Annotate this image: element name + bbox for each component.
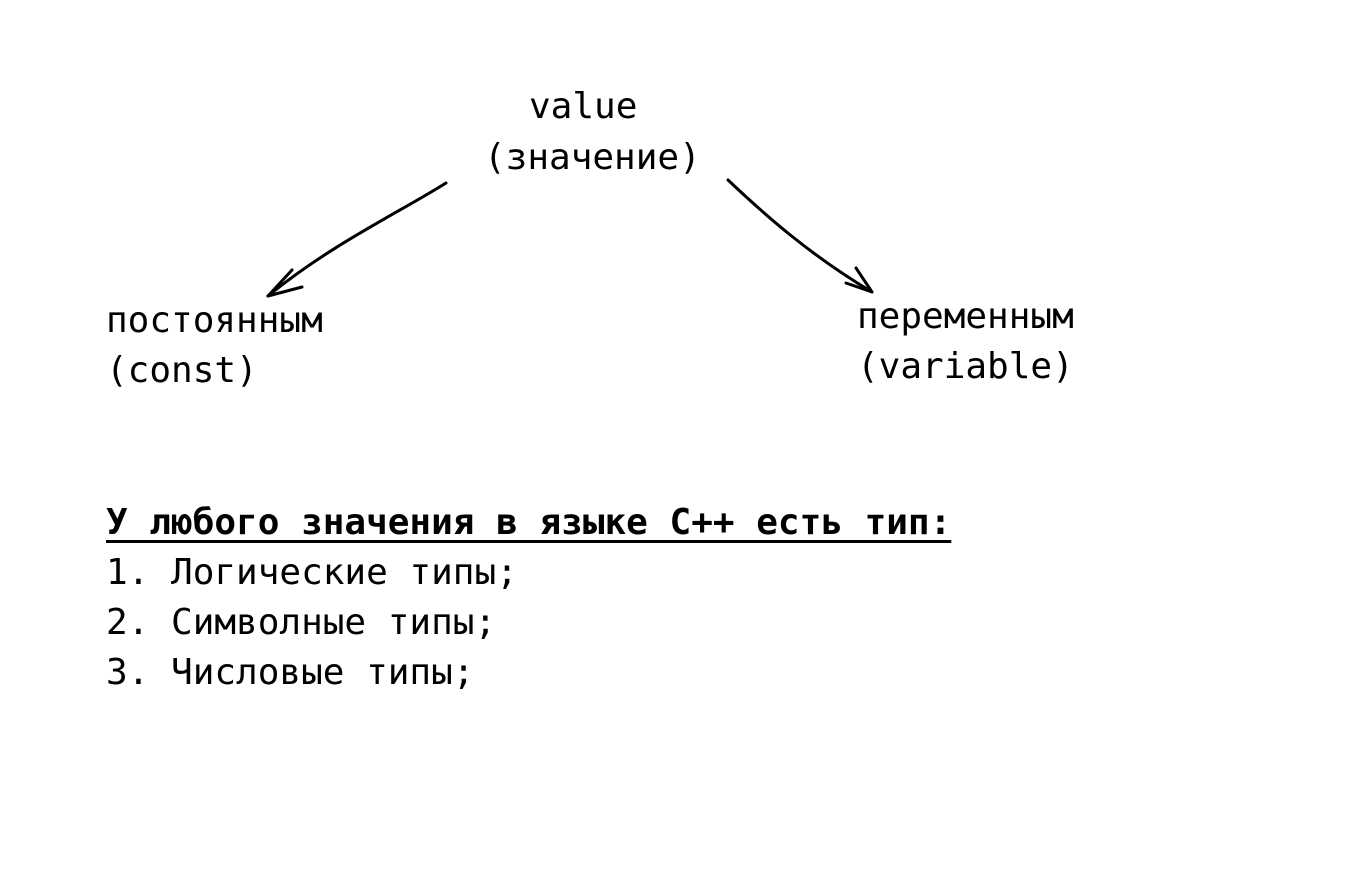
const-node-term: постоянным (106, 300, 323, 341)
root-node-term: value (529, 86, 638, 127)
arrow-to-const-head (266, 268, 304, 298)
root-node-translation: (значение) (484, 137, 701, 178)
arrow-to-variable-line (726, 178, 874, 294)
const-node-code: (const) (106, 350, 258, 391)
list-item: 3. Числовые типы; (106, 652, 475, 693)
arrow-to-const-line (266, 181, 448, 298)
types-section: У любого значения в языке С++ есть тип: … (106, 498, 951, 698)
types-list: 1. Логические типы; 2. Символные типы; 3… (106, 548, 951, 698)
arrow-to-variable-head (844, 266, 874, 294)
list-item: 1. Логические типы; (106, 552, 518, 593)
types-heading: У любого значения в языке С++ есть тип: (106, 502, 952, 543)
variable-node-term: переменным (857, 296, 1074, 337)
variable-node-code: (variable) (857, 346, 1074, 387)
list-item: 2. Символные типы; (106, 602, 497, 643)
